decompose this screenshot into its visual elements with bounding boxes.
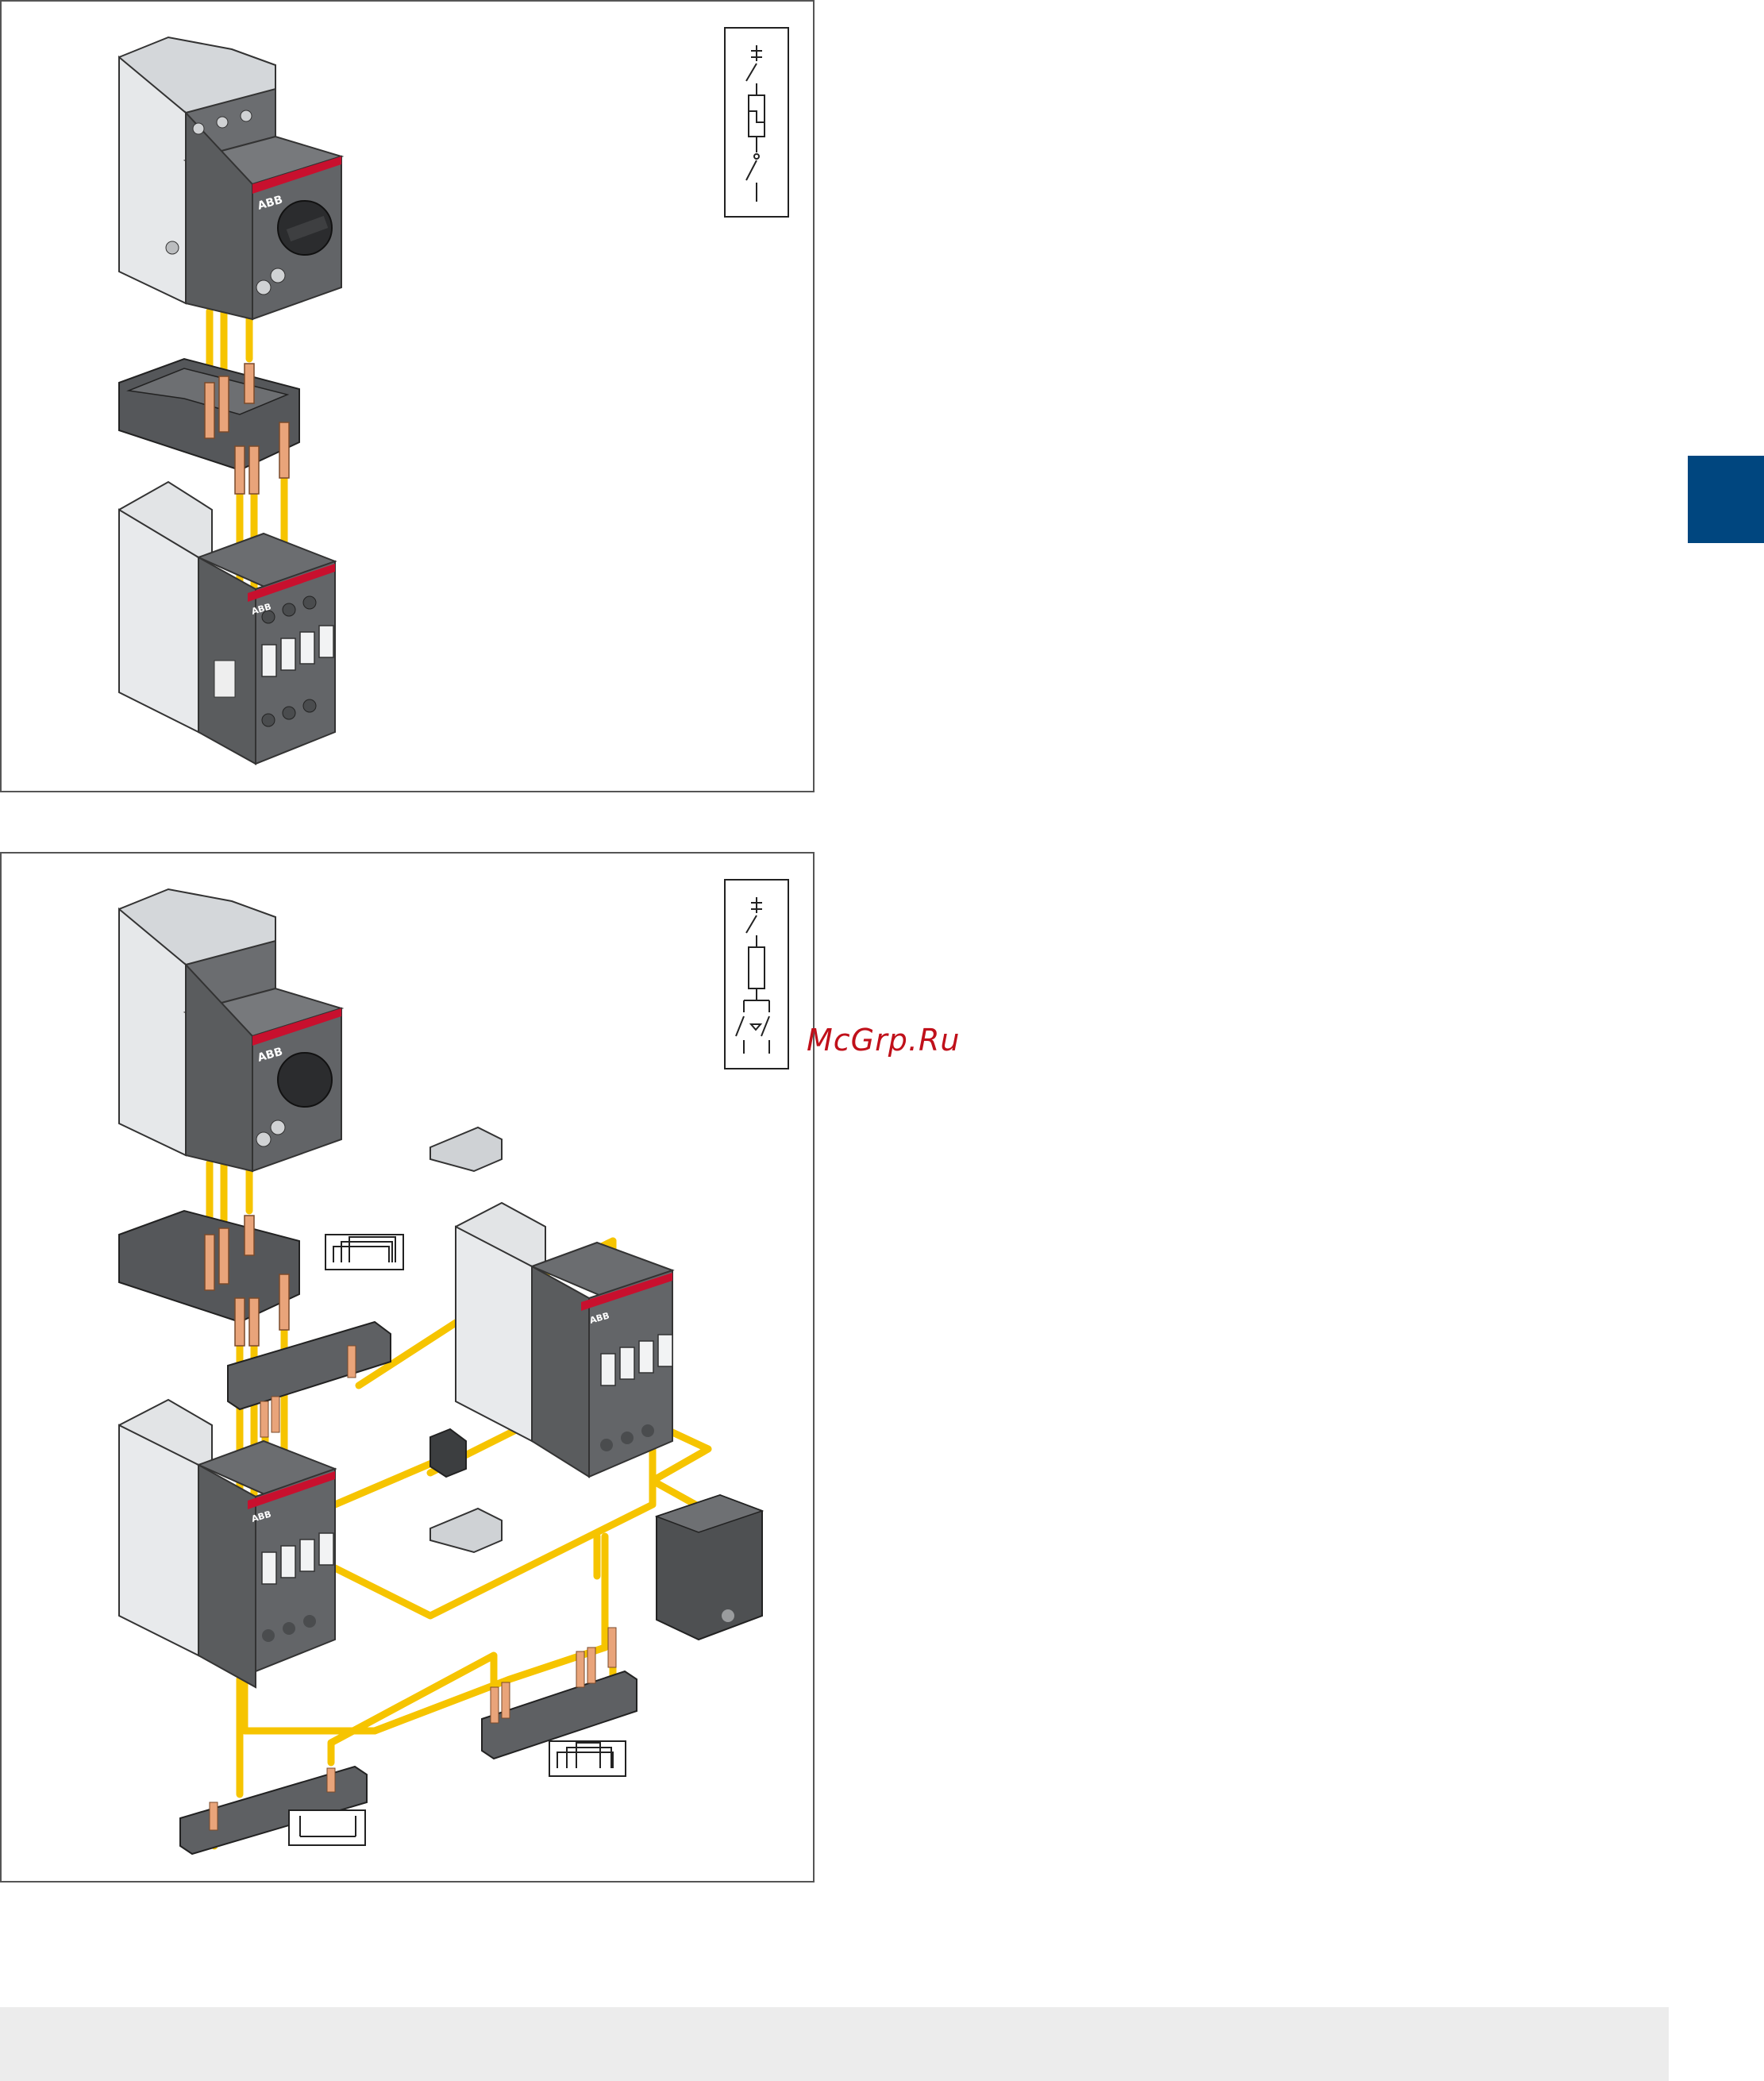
- contactor: ABB: [119, 482, 335, 764]
- watermark: McGrp.Ru: [807, 1023, 960, 1058]
- panel1-drawing: ABB ABB: [2, 2, 816, 794]
- auxiliary-block: [657, 1495, 762, 1640]
- interlock-clip-top: [430, 1127, 502, 1171]
- connection-link: [119, 1211, 299, 1346]
- reversing-link-bottom: [482, 1628, 637, 1759]
- mechanical-interlock: [430, 1429, 466, 1477]
- three-phase-link-symbol: [325, 1235, 403, 1270]
- motor-starter: ABB: [119, 37, 341, 319]
- panel2-drawing: ABB ABB: [2, 854, 816, 1884]
- contactor-right: ABB: [456, 1203, 672, 1477]
- phase-link-symbol: [289, 1810, 365, 1845]
- footer-band: [0, 2007, 1669, 2081]
- reversing-link-symbol: [549, 1741, 626, 1776]
- connection-link: [119, 359, 299, 494]
- diagram-panel-reversing-starter: ABB ABB: [0, 852, 815, 1883]
- section-tab: [1688, 456, 1764, 543]
- diagram-panel-direct-starter: ABB ABB: [0, 0, 815, 792]
- interlock-clip-bottom: [430, 1509, 502, 1552]
- motor-starter: ABB: [119, 889, 341, 1171]
- contactor-left: ABB: [119, 1400, 335, 1687]
- disconnector-thermal-magnetic-switch-symbol: [725, 28, 788, 217]
- reversing-starter-symbol: [725, 880, 788, 1069]
